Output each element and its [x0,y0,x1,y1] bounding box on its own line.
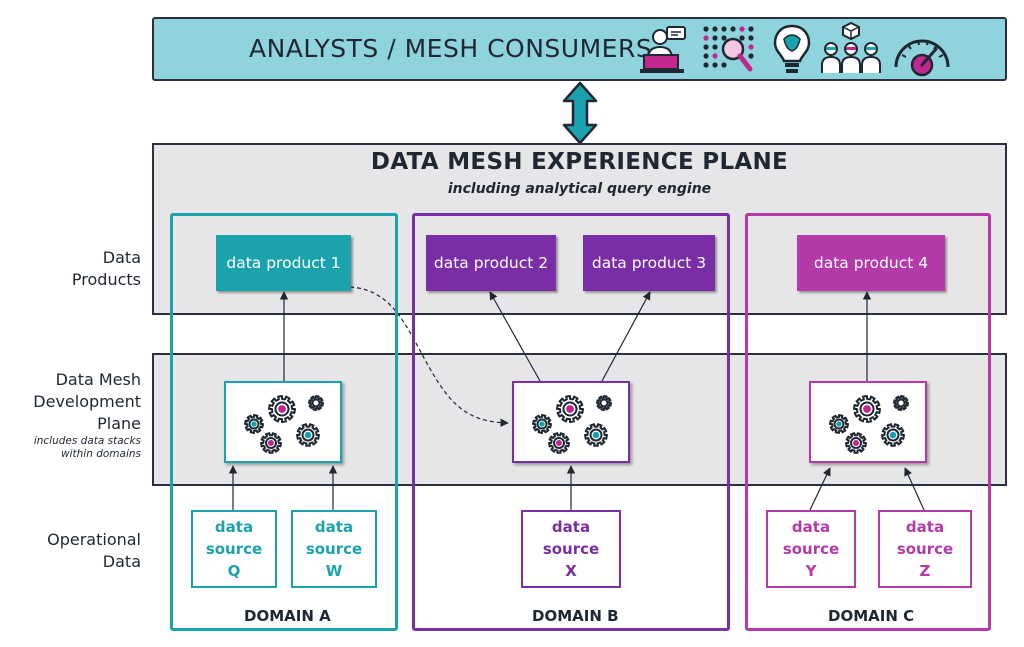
gear-hub [278,405,286,413]
gear-hub [836,421,842,427]
gear-ring [896,398,906,408]
row-label-development-plane: Data Mesh Development Plane includes dat… [33,369,141,461]
gears-group [244,395,324,454]
experience-plane-subtitle: including analytical query engine [447,181,712,197]
source-line: Y [805,562,817,580]
data-source-y[interactable]: data source Y [766,510,856,588]
consumers-title: ANALYSTS / MESH CONSUMERS [249,34,653,63]
row-label-line: Products [71,270,141,289]
arrow-sourceY-to-stackC [809,467,831,511]
source-line: data [905,518,945,536]
data-stack-domain-a [224,381,342,463]
row-label-line: Data Mesh [55,370,141,389]
gear-hub [251,421,257,427]
gears-icon [829,395,909,454]
source-line: data [214,518,254,536]
row-label-line: Development [33,392,141,411]
gears-group [829,395,909,454]
row-label-operational-data: Operational Data [47,529,141,573]
data-source-w[interactable]: data source W [291,510,377,588]
gear-hub [592,431,600,439]
data-source-z[interactable]: data source Z [878,510,972,588]
source-line: data [551,518,591,536]
experience-plane-title: DATA MESH EXPERIENCE PLANE [370,149,789,175]
source-line: source [896,540,954,558]
row-label-data-products: Data Products [72,247,141,291]
consumers-banner: ANALYSTS / MESH CONSUMERS [152,17,1007,81]
gear-ring [599,398,609,408]
row-label-line: Data [102,248,141,267]
domain-a-label: DOMAIN A [244,607,331,625]
source-line: W [325,562,343,580]
data-source-q[interactable]: data source Q [191,510,277,588]
source-line: source [205,540,263,558]
dashed-product1-to-stackB [349,286,509,427]
analyst-laptop-icon [640,26,686,73]
gear-hub [863,405,871,413]
arrow-sourceZ-to-stackC [904,467,925,511]
domain-c-label: DOMAIN C [828,607,915,625]
data-product-1[interactable]: data product 1 [216,235,351,291]
arrow-stackB-to-product2 [489,291,541,382]
gear-hub [889,431,897,439]
arrow-stackB-to-product3 [601,291,651,382]
source-line: data [314,518,354,536]
lightbulb-head-icon [773,24,811,73]
data-product-2[interactable]: data product 2 [426,235,556,291]
source-line: Z [919,562,931,580]
row-label-line: Data [102,552,141,571]
source-line: X [565,562,577,580]
domain-b-label: DOMAIN B [532,607,619,625]
gauge-icon [894,39,950,77]
row-label-line: Plane [97,414,141,433]
row-label-note: within domains [61,448,141,460]
team-cubes-icon [821,21,881,73]
gear-hub [268,440,274,446]
source-line: source [305,540,363,558]
data-stack-domain-c [809,381,927,463]
gear-hub [566,405,574,413]
domain-b-box [412,213,730,631]
data-search-icon [703,26,754,72]
source-line: data [791,518,831,536]
domain-c-box [745,213,991,631]
data-product-3[interactable]: data product 3 [583,235,715,291]
gears-icon [532,395,612,454]
domain-a-box [170,213,398,631]
row-label-line: Operational [47,530,141,549]
gears-icon [244,395,324,454]
data-source-x[interactable]: data source X [521,510,621,588]
gears-group [532,395,612,454]
gear-hub [539,421,545,427]
gear-hub [853,440,859,446]
gear-ring [311,398,321,408]
data-product-4[interactable]: data product 4 [797,235,945,291]
data-stack-domain-b [512,381,630,463]
source-line: source [542,540,600,558]
row-label-note: includes data stacks [33,435,141,447]
gear-hub [556,440,562,446]
source-line: Q [227,562,241,580]
source-line: source [782,540,840,558]
gear-hub [304,431,312,439]
